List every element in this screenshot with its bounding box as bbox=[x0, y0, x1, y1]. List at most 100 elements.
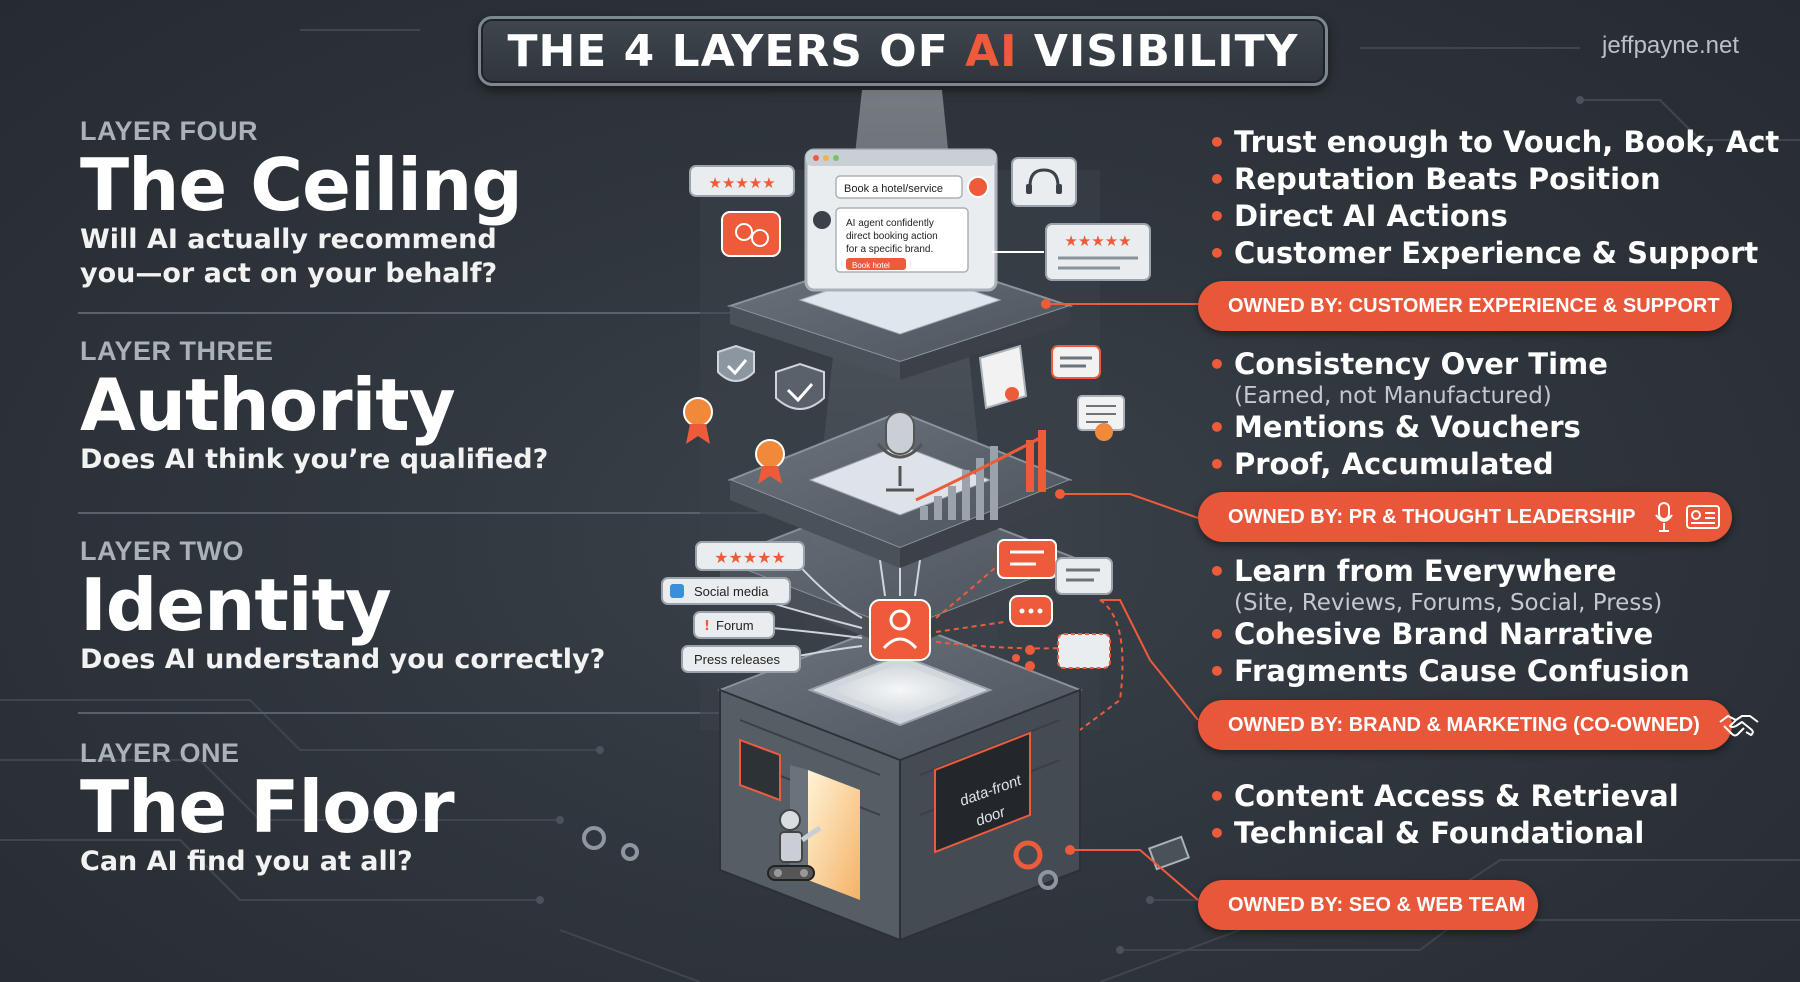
owned-by-label: OWNED BY: PR & THOUGHT LEADERSHIP bbox=[1228, 505, 1636, 528]
svg-text:★★★★★: ★★★★★ bbox=[714, 548, 786, 567]
gear-icon bbox=[1013, 840, 1043, 870]
svg-text:direct booking action: direct booking action bbox=[846, 231, 938, 242]
data-front-door-sign: data-front door bbox=[934, 731, 1031, 854]
growth-bar-chart-icon bbox=[915, 430, 1046, 520]
chat-bubble-icon bbox=[997, 539, 1057, 579]
bullet-item: Trust enough to Vouch, Book, Act bbox=[1208, 124, 1779, 161]
shield-check-icon bbox=[717, 344, 755, 382]
layer-divider bbox=[78, 312, 763, 314]
owned-by-label: OWNED BY: CUSTOMER EXPERIENCE & SUPPORT bbox=[1228, 294, 1720, 317]
bullet-item: Customer Experience & Support bbox=[1208, 235, 1779, 272]
svg-text:Book a hotel/service: Book a hotel/service bbox=[844, 183, 943, 195]
title-banner: THE 4 LAYERS OF AI VISIBILITY bbox=[478, 16, 1328, 86]
layer-name: Authority bbox=[80, 363, 456, 447]
svg-text:!: ! bbox=[704, 619, 710, 634]
page-title: THE 4 LAYERS OF AI VISIBILITY bbox=[507, 25, 1299, 77]
connector-lines bbox=[1046, 303, 1199, 901]
id-card-icon bbox=[1686, 505, 1721, 529]
layer-one-heading: LAYER ONE The Floor Can AI find you at a… bbox=[80, 738, 680, 879]
svg-text:for a specific brand.: for a specific brand. bbox=[846, 244, 933, 255]
bullet-subtext: (Site, Reviews, Forums, Social, Press) bbox=[1234, 590, 1663, 616]
bullet-item: Content Access & Retrieval bbox=[1208, 778, 1679, 815]
layer-tag: LAYER ONE bbox=[80, 738, 240, 768]
gear-icon bbox=[1038, 870, 1058, 890]
bullet-item: Learn from Everywhere(Site, Reviews, For… bbox=[1208, 553, 1690, 616]
chip-icon bbox=[1147, 835, 1191, 871]
booking-screen: Book a hotel/service AI agent confidentl… bbox=[804, 148, 998, 292]
bullet-item: Proof, Accumulated bbox=[1208, 446, 1608, 483]
bullet-item: Fragments Cause Confusion bbox=[1208, 653, 1690, 690]
layer-tag: LAYER THREE bbox=[80, 336, 274, 366]
document-icon bbox=[1077, 395, 1125, 431]
certificate-icon bbox=[978, 344, 1028, 410]
svg-text:★★★★★: ★★★★★ bbox=[708, 174, 775, 192]
forum-tag: ! Forum bbox=[693, 611, 775, 639]
reviews-tag: ★★★★★ bbox=[695, 541, 805, 571]
layer-tag: LAYER FOUR bbox=[80, 116, 259, 146]
layer-one-bullets: Content Access & Retrieval Technical & F… bbox=[1208, 778, 1679, 852]
chat-bubble-icon bbox=[1055, 557, 1113, 595]
layer-three-bullets: Consistency Over Time(Earned, not Manufa… bbox=[1208, 346, 1608, 483]
layer-four-bullets: Trust enough to Vouch, Book, Act Reputat… bbox=[1208, 124, 1779, 272]
svg-text:Forum: Forum bbox=[716, 618, 754, 633]
award-badge-icon bbox=[755, 439, 785, 484]
press-releases-tag: Press releases bbox=[681, 645, 801, 673]
layer-question: Will AI actually recommend you—or act on… bbox=[80, 224, 498, 289]
social-media-tag: Social media bbox=[661, 577, 791, 605]
svg-text:Press releases: Press releases bbox=[694, 652, 780, 667]
shield-check-icon bbox=[775, 362, 825, 410]
chat-bubble-icon bbox=[1051, 345, 1101, 379]
layer-four-heading: LAYER FOUR The Ceiling Will AI actually … bbox=[80, 116, 680, 291]
layer-name: The Ceiling bbox=[80, 143, 523, 227]
award-badge-icon bbox=[683, 397, 713, 444]
review-card-icon: ★★★★★ bbox=[1045, 223, 1151, 281]
layer-name: The Floor bbox=[80, 765, 455, 849]
brand-url: jeffpayne.net bbox=[1602, 32, 1740, 59]
owned-by-badge: OWNED BY: PR & THOUGHT LEADERSHIP bbox=[1198, 492, 1732, 542]
layer-question: Does AI understand you correctly? bbox=[80, 644, 606, 675]
chat-bubble-icon bbox=[721, 211, 781, 257]
owned-by-badge: OWNED BY: BRAND & MARKETING (CO-OWNED) bbox=[1198, 700, 1759, 750]
layer-name: Identity bbox=[80, 563, 392, 647]
owned-by-badge: OWNED BY: SEO & WEB TEAM bbox=[1198, 880, 1538, 930]
owned-by-badge: OWNED BY: CUSTOMER EXPERIENCE & SUPPORT bbox=[1198, 281, 1732, 331]
gear-icon bbox=[582, 826, 639, 861]
layer-question: Does AI think you’re qualified? bbox=[80, 444, 549, 475]
bullet-item: Mentions & Vouchers bbox=[1208, 409, 1608, 446]
robot-icon bbox=[767, 809, 822, 881]
svg-text:★★★★★: ★★★★★ bbox=[1064, 232, 1131, 250]
bullet-subtext: (Earned, not Manufactured) bbox=[1234, 383, 1552, 409]
svg-text:AI agent confidently: AI agent confidently bbox=[846, 218, 934, 229]
handshake-icon bbox=[1719, 715, 1759, 737]
bullet-item: Cohesive Brand Narrative bbox=[1208, 616, 1690, 653]
typing-bubble-icon bbox=[1009, 595, 1053, 627]
bullet-item: Consistency Over Time(Earned, not Manufa… bbox=[1208, 346, 1608, 409]
owned-by-label: OWNED BY: BRAND & MARKETING (CO-OWNED) bbox=[1228, 713, 1700, 736]
identity-confusion-lines bbox=[935, 559, 1124, 731]
layer-two-bullets: Learn from Everywhere(Site, Reviews, For… bbox=[1208, 553, 1690, 690]
svg-text:Book hotel: Book hotel bbox=[852, 261, 890, 270]
award-badge-icon bbox=[1095, 423, 1113, 441]
layer-divider bbox=[78, 512, 763, 514]
layer-divider bbox=[78, 712, 763, 714]
bullet-item: Reputation Beats Position bbox=[1208, 161, 1779, 198]
microphone-icon bbox=[1655, 502, 1674, 532]
layer-three-heading: LAYER THREE Authority Does AI think you’… bbox=[80, 336, 680, 477]
user-icon bbox=[967, 176, 989, 198]
title-highlight: AI bbox=[965, 25, 1018, 77]
floor-building: data-front door bbox=[717, 618, 1083, 942]
bullet-item: Direct AI Actions bbox=[1208, 198, 1779, 235]
headset-icon bbox=[1011, 157, 1077, 207]
microphone-icon bbox=[876, 411, 924, 492]
owned-by-label: OWNED BY: SEO & WEB TEAM bbox=[1228, 893, 1526, 916]
layer-tag: LAYER TWO bbox=[80, 536, 245, 566]
user-icon bbox=[889, 609, 911, 631]
rating-stars-icon: ★★★★★ bbox=[689, 165, 795, 197]
open-door bbox=[808, 770, 860, 900]
svg-text:Social media: Social media bbox=[694, 584, 769, 599]
chat-bubble-icon bbox=[1057, 633, 1111, 669]
robot-icon bbox=[813, 211, 831, 229]
layer-question: Can AI find you at all? bbox=[80, 846, 413, 877]
